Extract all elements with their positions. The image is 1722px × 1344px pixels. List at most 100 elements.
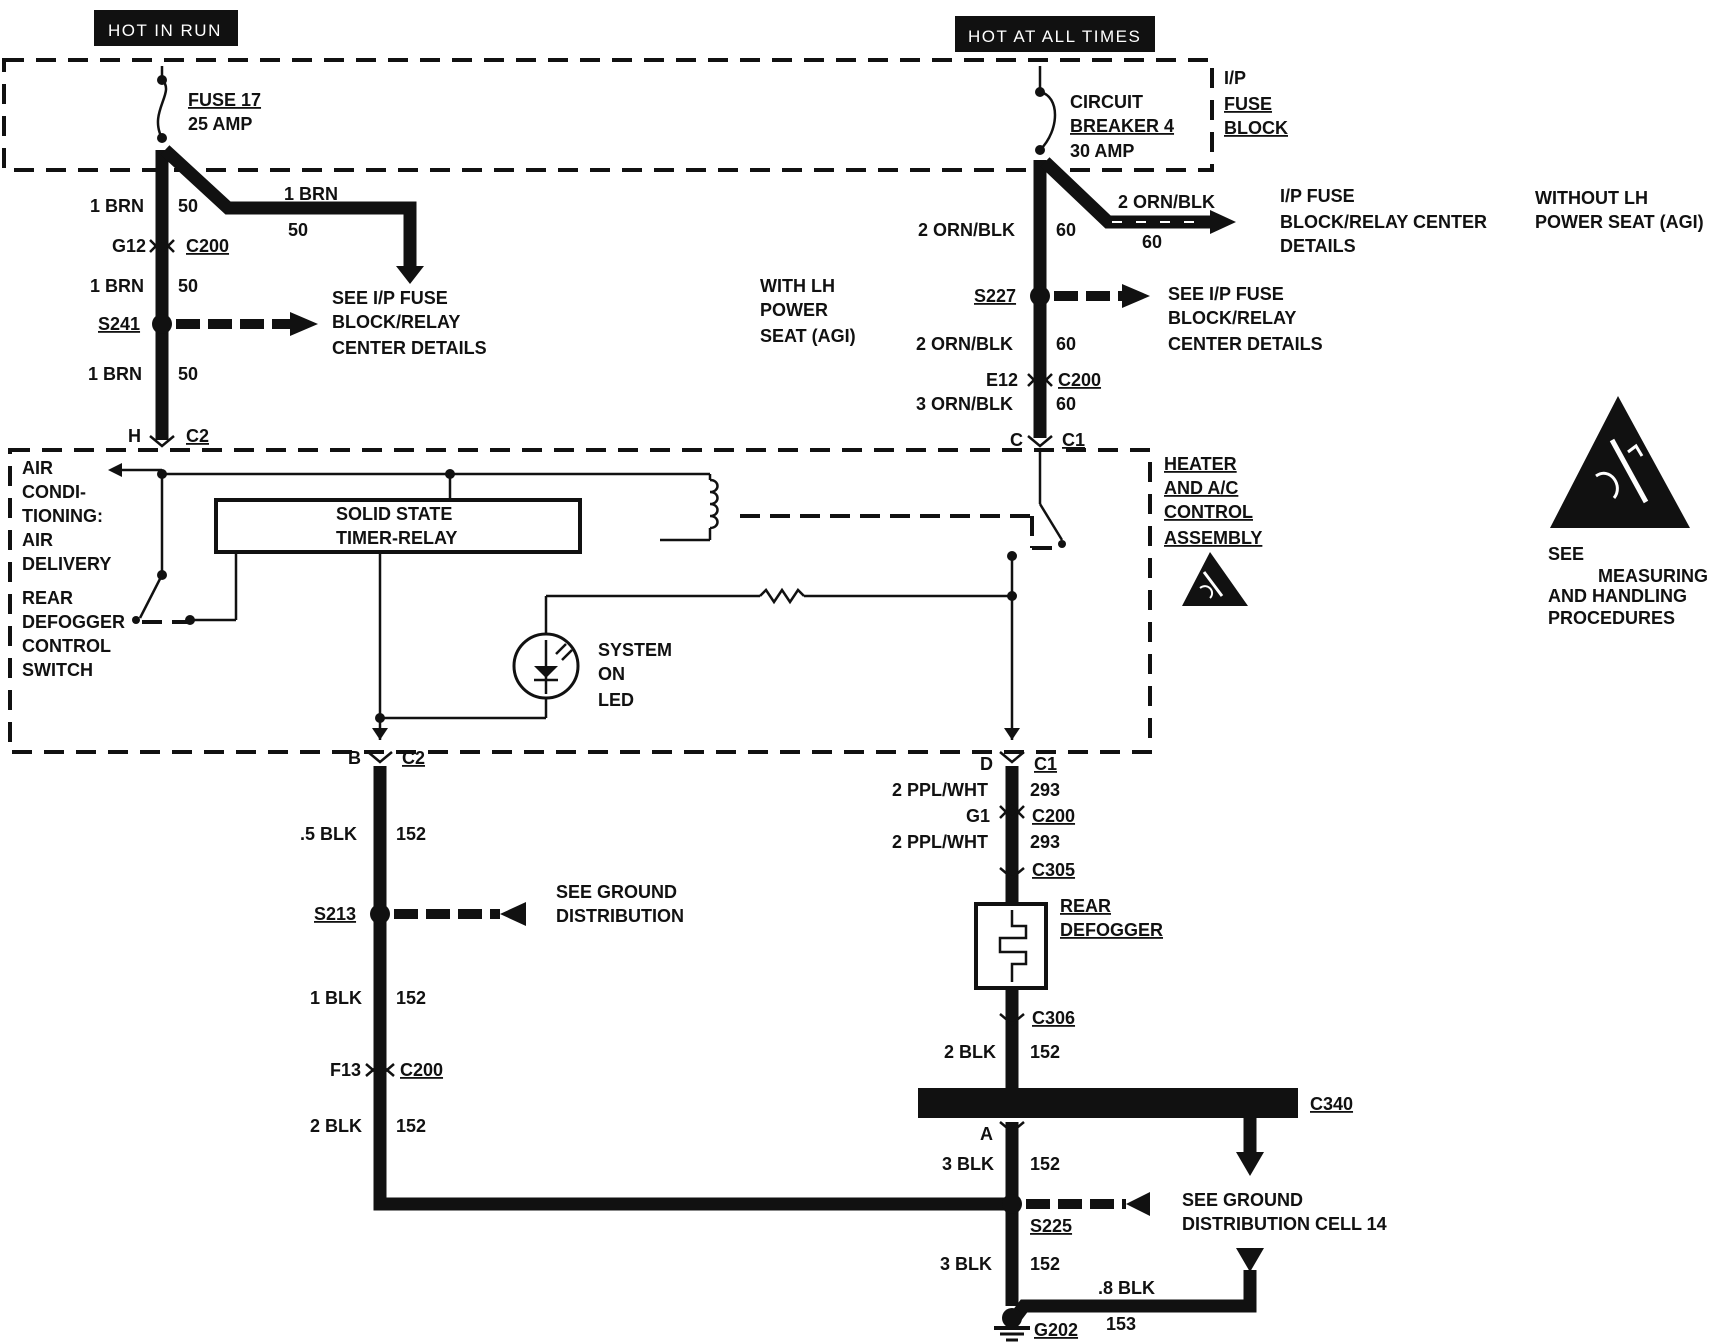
rear-defogger-element (974, 902, 1048, 990)
wire-orn-blk-60-branch (1040, 157, 1212, 229)
connector-c1-d (999, 751, 1025, 764)
lr-w4-label: 3 BLK (942, 1154, 994, 1174)
c305-label: C305 (1032, 860, 1075, 880)
c306-label: C306 (1032, 1008, 1075, 1028)
s227-arrow-head (1122, 284, 1150, 308)
header-hot-at-all-times: HOT AT ALL TIMES (955, 16, 1155, 52)
esd-note-1: SEE (1548, 544, 1584, 564)
svg-text:REAR: REAR (22, 588, 73, 608)
pin-h: H (128, 426, 141, 446)
control-assembly-outline (8, 448, 1152, 754)
circuit-breaker-4 (1035, 66, 1057, 155)
lr-w6-label: .8 BLK (1098, 1278, 1155, 1298)
right-w3-num: 60 (1056, 394, 1076, 414)
connector-c200-f13 (365, 1062, 395, 1078)
ip-fuse-block-label-3: BLOCK (1224, 118, 1288, 138)
with-lh-1: WITH LH (760, 276, 835, 296)
s225-arrow-head (1126, 1192, 1150, 1216)
s213-see-2: DISTRIBUTION (556, 906, 684, 926)
left-branch-num: 50 (288, 220, 308, 240)
assembly-label-4: ASSEMBLY (1164, 528, 1262, 548)
fuse-17 (156, 66, 168, 143)
defogger-label-2: DEFOGGER (1060, 920, 1163, 940)
lr-w4-num: 152 (1030, 1154, 1060, 1174)
s241-arrow-head (290, 312, 318, 336)
c1-top: C1 (1062, 430, 1085, 450)
without-lh-1: WITHOUT LH (1535, 188, 1648, 208)
ll-w2-num: 152 (396, 988, 426, 1008)
splice-s227 (1030, 286, 1050, 306)
right-w3-label: 3 ORN/BLK (916, 394, 1013, 414)
left-branch-label: 1 BRN (284, 184, 338, 204)
solid-state-timer-relay: SOLID STATE TIMER-RELAY (214, 498, 582, 554)
without-lh-2: POWER SEAT (AGI) (1535, 212, 1704, 232)
led-label-2: ON (598, 664, 625, 684)
connector-c2-b (367, 751, 393, 764)
c2-bottom: C2 (402, 748, 425, 768)
pin-d: D (980, 754, 993, 774)
splice-s213 (370, 904, 390, 924)
led-label-1: SYSTEM (598, 640, 672, 660)
fuse-17-rating: 25 AMP (188, 114, 252, 134)
c200-right-top: C200 (1058, 370, 1101, 390)
left-w1-label: 1 BRN (90, 196, 144, 216)
pin-c: C (1010, 430, 1023, 450)
lr-w2-num: 293 (1030, 832, 1060, 852)
breaker-4-line3: 30 AMP (1070, 141, 1134, 161)
lr-w1-label: 2 PPL/WHT (892, 780, 988, 800)
s227-label: S227 (974, 286, 1016, 306)
ip-fuse-block-label-2: FUSE (1224, 94, 1272, 114)
svg-text:TIMER-RELAY: TIMER-RELAY (336, 528, 457, 548)
splice-s241 (152, 314, 172, 334)
connector-c200-g1 (999, 804, 1025, 820)
ip-details-3: DETAILS (1280, 236, 1356, 256)
s241-label: S241 (98, 314, 140, 334)
g1-pin: G1 (966, 806, 990, 826)
esd-warning-icon (1550, 396, 1690, 528)
s227-see-3: CENTER DETAILS (1168, 334, 1323, 354)
breaker-4-line1: CIRCUIT (1070, 92, 1143, 112)
c200-right-bottom: C200 (1032, 806, 1075, 826)
left-w1-num: 50 (178, 196, 198, 216)
c1-bottom: C1 (1034, 754, 1057, 774)
esd-small-icon (1182, 552, 1248, 606)
connector-c305 (999, 867, 1025, 880)
right-w1-num: 60 (1056, 220, 1076, 240)
assembly-label-2: AND A/C (1164, 478, 1238, 498)
s225-see-1: SEE GROUND (1182, 1190, 1303, 1210)
s241-see-1: SEE I/P FUSE (332, 288, 448, 308)
left-w2-label: 1 BRN (90, 276, 144, 296)
system-on-led-icon (512, 632, 580, 700)
fuse-17-name: FUSE 17 (188, 90, 261, 110)
svg-text:CONTROL: CONTROL (22, 636, 111, 656)
s227-see-1: SEE I/P FUSE (1168, 284, 1284, 304)
defogger-label-1: REAR (1060, 896, 1111, 916)
c2-top: C2 (186, 426, 209, 446)
s241-see-3: CENTER DETAILS (332, 338, 487, 358)
s213-arrow-head (500, 902, 526, 926)
connector-c200-g12 (149, 238, 175, 254)
ll-w3-num: 152 (396, 1116, 426, 1136)
e12-pin: E12 (986, 370, 1018, 390)
c340-label: C340 (1310, 1094, 1353, 1114)
svg-text:DEFOGGER: DEFOGGER (22, 612, 125, 632)
ip-details-2: BLOCK/RELAY CENTER (1280, 212, 1487, 232)
svg-text:CONDI-: CONDI- (22, 482, 86, 502)
svg-text:SOLID STATE: SOLID STATE (336, 504, 452, 524)
pin-a: A (980, 1124, 993, 1144)
s213-see-1: SEE GROUND (556, 882, 677, 902)
svg-text:AIR: AIR (22, 530, 53, 550)
lr-w3-num: 152 (1030, 1042, 1060, 1062)
header-hot-in-run: HOT IN RUN (94, 10, 238, 46)
right-w1-label: 2 ORN/BLK (918, 220, 1015, 240)
g12-pin: G12 (112, 236, 146, 256)
ll-w3-label: 2 BLK (310, 1116, 362, 1136)
connector-c200-e12 (1027, 372, 1053, 388)
c200-left-top: C200 (186, 236, 229, 256)
assembly-label-1: HEATER (1164, 454, 1237, 474)
ll-w1-label: .5 BLK (300, 824, 357, 844)
svg-text:DELIVERY: DELIVERY (22, 554, 111, 574)
lr-w2-label: 2 PPL/WHT (892, 832, 988, 852)
c200-left-bottom: C200 (400, 1060, 443, 1080)
